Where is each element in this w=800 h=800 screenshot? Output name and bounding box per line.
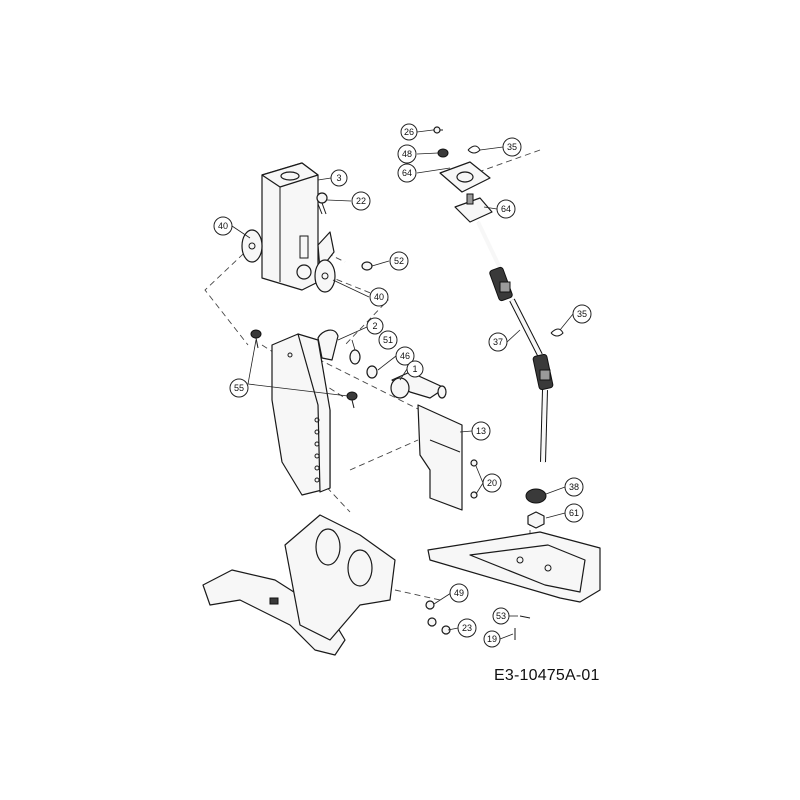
pin-53	[519, 615, 531, 619]
callout-26: 26	[400, 123, 418, 141]
screws-20	[470, 459, 478, 499]
disc-40-right	[314, 259, 336, 293]
callout-label: 22	[356, 196, 366, 206]
callout-label: 52	[394, 256, 404, 266]
callout-label: 35	[507, 142, 517, 152]
drawing-id: E3-10475A-01	[494, 667, 600, 684]
callout-52: 52	[389, 251, 409, 271]
callout-20: 20	[482, 473, 502, 493]
steering-shaft-assembly	[433, 126, 564, 529]
callout-37: 37	[488, 332, 508, 352]
callout-label: 55	[234, 383, 244, 393]
callout-48: 48	[397, 144, 417, 164]
callout-label: 48	[402, 149, 412, 159]
callout-label: 35	[577, 309, 587, 319]
callout-label: 40	[218, 221, 228, 231]
callout-label: 3	[336, 173, 341, 183]
callout-55: 55	[229, 378, 249, 398]
callout-38: 38	[564, 477, 584, 497]
disc-40-left	[241, 229, 263, 263]
callout-label: 13	[476, 426, 486, 436]
callout-13: 13	[471, 421, 491, 441]
callout-label: 23	[462, 623, 472, 633]
callout-label: 1	[412, 364, 417, 374]
callout-22: 22	[351, 191, 371, 211]
callout-label: 61	[569, 508, 579, 518]
callout-label: 46	[400, 351, 410, 361]
ring-52	[361, 261, 373, 271]
callout-49: 49	[449, 583, 469, 603]
callout-51: 51	[378, 330, 398, 350]
callout-35: 35	[502, 137, 522, 157]
leader-lines	[231, 129, 574, 640]
callout-label: 53	[496, 611, 506, 621]
bracket-plate-2	[271, 329, 339, 496]
callout-3: 3	[330, 169, 348, 187]
callout-35: 35	[572, 304, 592, 324]
callout-64: 64	[496, 199, 516, 219]
callout-label: 49	[454, 588, 464, 598]
callout-label: 2	[372, 321, 377, 331]
callout-40: 40	[369, 287, 389, 307]
lower-frame-right	[427, 531, 601, 603]
callout-label: 40	[374, 292, 384, 302]
callout-label: 19	[487, 634, 497, 644]
bolt-22	[316, 192, 328, 215]
callout-46: 46	[395, 346, 415, 366]
callout-1: 1	[406, 360, 424, 378]
plate-13	[417, 404, 463, 511]
callout-label: 51	[383, 335, 393, 345]
callout-label: 64	[402, 168, 412, 178]
washer-46	[366, 365, 378, 379]
callout-64: 64	[397, 163, 417, 183]
steering-column-housing	[261, 162, 335, 291]
callout-label: 20	[487, 478, 497, 488]
callout-label: 26	[404, 127, 414, 137]
callout-label: 64	[501, 204, 511, 214]
lower-frame-left	[202, 514, 396, 656]
callout-label: 37	[493, 337, 503, 347]
callout-53: 53	[492, 607, 510, 625]
bolt-55	[250, 329, 358, 409]
pivot-pin-1	[390, 371, 447, 399]
callout-23: 23	[457, 618, 477, 638]
washer-51	[349, 349, 361, 365]
callout-label: 38	[569, 482, 579, 492]
bolts-49-23	[425, 600, 451, 635]
callouts: 26 48 35 64 64 3 22 40 52 40 2 51 46 1 5…	[213, 123, 592, 648]
callout-19: 19	[483, 630, 501, 648]
callout-2: 2	[366, 317, 384, 335]
callout-40: 40	[213, 216, 233, 236]
callout-61: 61	[564, 503, 584, 523]
